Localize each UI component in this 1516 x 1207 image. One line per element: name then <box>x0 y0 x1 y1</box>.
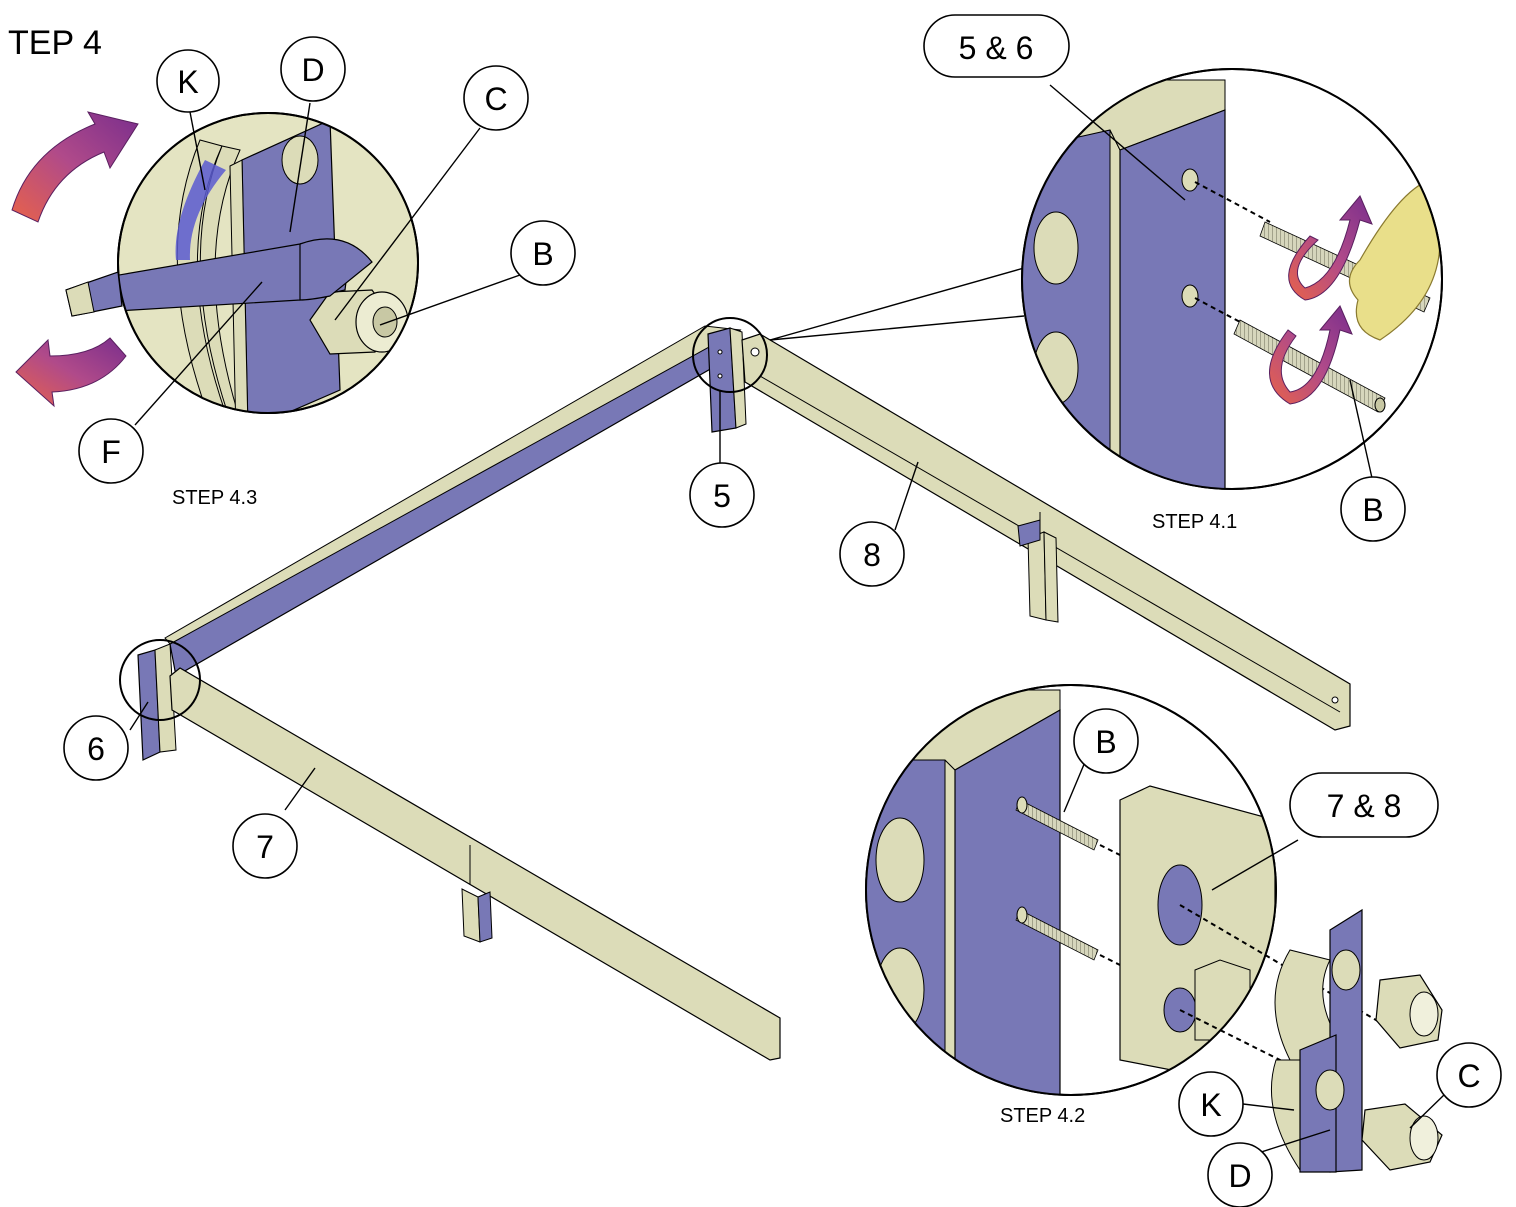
svg-text:7 & 8: 7 & 8 <box>1327 788 1402 824</box>
label-step-4-1: STEP 4.1 <box>1152 511 1237 533</box>
rail-7-leg <box>461 888 481 943</box>
rail-7 <box>169 667 781 1061</box>
svg-text:8: 8 <box>863 537 881 573</box>
callout-d-step-4-2: D <box>1207 1142 1273 1207</box>
callout-f-top: F <box>78 418 144 484</box>
rail-long-blue-top <box>164 325 742 645</box>
step-title: TEP 4 <box>8 24 102 62</box>
svg-text:K: K <box>1200 1087 1221 1123</box>
rotate-arrow-up <box>11 111 139 223</box>
callout-part-8: 8 <box>839 521 905 587</box>
detail-step-4-1 <box>1021 68 1443 490</box>
callout-b-step-4-2: B <box>1073 708 1139 774</box>
callout-part-7: 7 <box>232 813 298 879</box>
post-5-side <box>729 327 747 429</box>
svg-text:B: B <box>532 236 553 272</box>
bed-frame-assembly <box>137 325 1351 1061</box>
rotate-arrow-down <box>15 337 127 408</box>
callout-leaders <box>129 84 1446 1155</box>
svg-text:B: B <box>1095 724 1116 760</box>
detail-circle-joint-5 <box>692 317 768 393</box>
callout-part-5: 5 <box>689 462 755 528</box>
detail-circle-joint-6 <box>119 639 201 721</box>
svg-text:D: D <box>1228 1158 1251 1194</box>
svg-text:7: 7 <box>256 829 274 865</box>
svg-text:6: 6 <box>87 731 105 767</box>
svg-text:B: B <box>1362 492 1383 528</box>
svg-text:C: C <box>1457 1058 1480 1094</box>
svg-text:5 & 6: 5 & 6 <box>959 30 1034 66</box>
post-6-side <box>154 643 177 753</box>
callout-b-top: B <box>510 220 576 286</box>
detail-step-4-3 <box>65 112 419 414</box>
callout-k-step-4-2: K <box>1178 1071 1244 1137</box>
rail-8-leg <box>1027 531 1047 621</box>
svg-text:K: K <box>177 64 198 100</box>
svg-text:C: C <box>484 81 507 117</box>
svg-text:D: D <box>301 52 324 88</box>
callout-k-top: K <box>156 49 220 113</box>
svg-text:F: F <box>101 434 121 470</box>
callout-d-top: D <box>280 36 346 102</box>
callout-part-6: 6 <box>63 715 129 781</box>
callout-b-step-4-1: B <box>1340 476 1406 542</box>
svg-text:5: 5 <box>713 478 731 514</box>
label-step-4-3: STEP 4.3 <box>172 487 257 509</box>
callout-c-top: C <box>463 65 529 131</box>
callout-part-7-and-8: 7 & 8 <box>1289 772 1439 838</box>
hand <box>1348 179 1442 341</box>
detail-step-4-2 <box>865 684 1443 1173</box>
callout-c-step-4-2: C <box>1436 1042 1502 1108</box>
label-step-4-2: STEP 4.2 <box>1000 1105 1085 1127</box>
callout-part-5-and-6: 5 & 6 <box>923 14 1070 78</box>
